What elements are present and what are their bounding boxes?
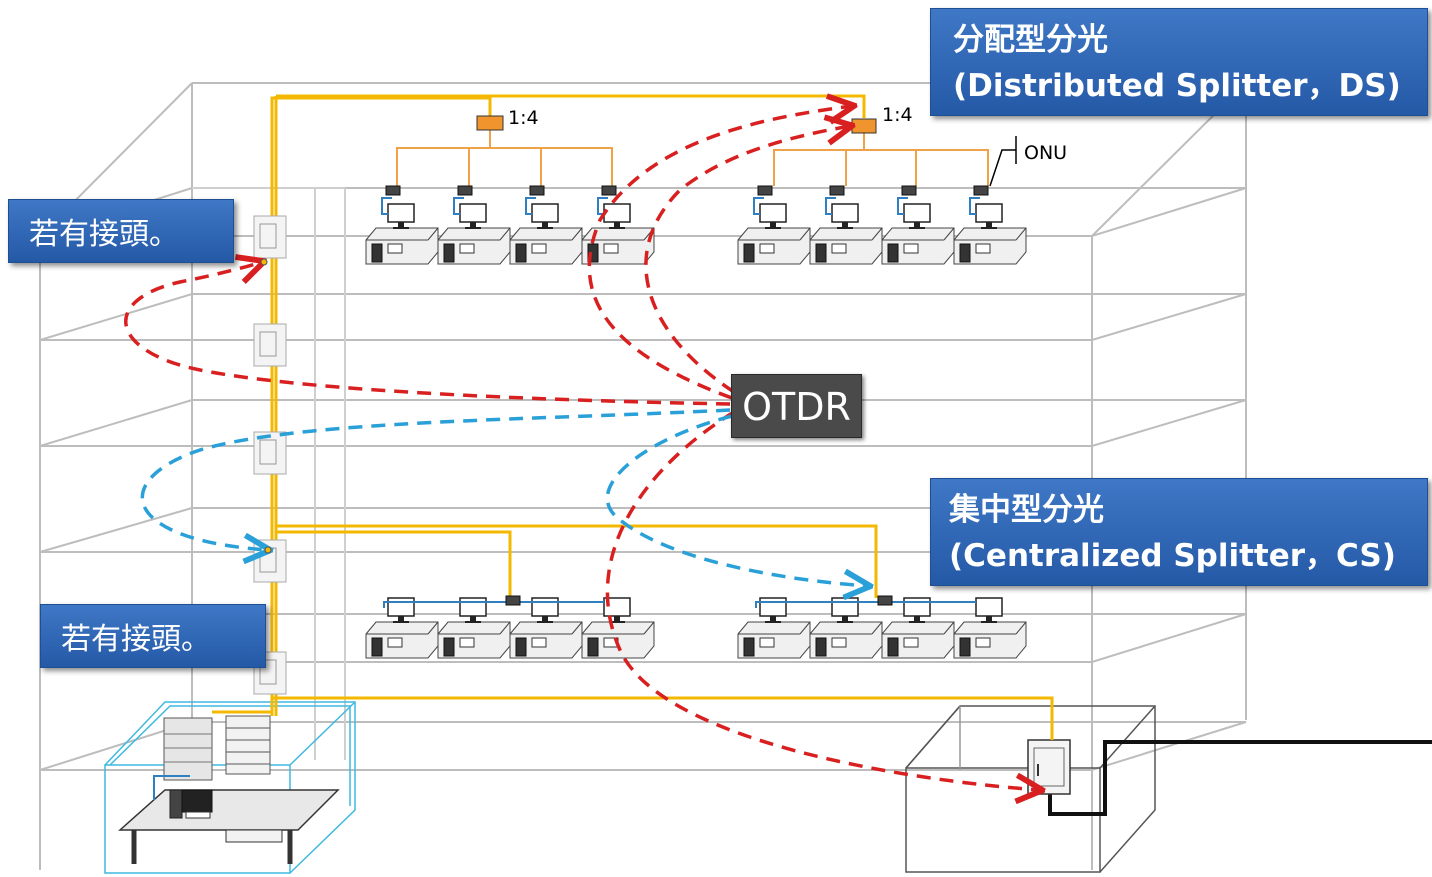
- outdoor-fiber-cable: [1048, 740, 1432, 816]
- ratio-label-right: 1:4: [882, 104, 913, 126]
- ratio-label-left: 1:4: [508, 107, 539, 129]
- workstation: [809, 185, 883, 265]
- ds-subtitle: (Distributed Splitter，DS): [953, 68, 1401, 104]
- workstation-row: [737, 595, 1027, 659]
- workstation: [881, 597, 955, 659]
- onu-device: [829, 185, 845, 196]
- ds-splitter-left: [476, 115, 504, 131]
- ds-drop-fibers: [396, 130, 989, 186]
- outdoor-cabinet: [1027, 739, 1071, 795]
- joint-callout-lower: 若有接頭。: [40, 604, 266, 668]
- workstation: [737, 597, 811, 659]
- workstation: [953, 185, 1027, 265]
- ds-title: 分配型分光: [953, 22, 1108, 58]
- otdr-traces-blue: [140, 408, 868, 586]
- riser-shaft: [192, 187, 346, 760]
- outdoor-enclosure: [905, 705, 1156, 873]
- workstation-row: [365, 185, 655, 265]
- onu-device: [973, 185, 989, 196]
- ds-splitter-right: [851, 118, 877, 134]
- workstation: [581, 597, 655, 659]
- otdr-traces-red: [124, 106, 1040, 790]
- onu-device: [457, 185, 473, 196]
- workstation-row: [365, 595, 655, 659]
- onu-device: [757, 185, 773, 196]
- joint-label-lower: 若有接頭。: [61, 622, 211, 657]
- workstation-rows: [365, 185, 1027, 659]
- workstation: [881, 185, 955, 265]
- workstation: [953, 597, 1027, 659]
- onu-device: [877, 595, 893, 606]
- joint-callout-upper: 若有接頭。: [8, 199, 234, 263]
- ds-callout: 分配型分光 (Distributed Splitter，DS): [930, 8, 1428, 116]
- onu-device: [601, 185, 617, 196]
- onu-device: [901, 185, 917, 196]
- workstation: [365, 185, 439, 265]
- workstation: [737, 185, 811, 265]
- workstation-row: [737, 185, 1027, 265]
- workstation: [581, 185, 655, 265]
- joint-markers: [260, 258, 272, 554]
- onu-device: [505, 595, 521, 606]
- workstation: [365, 597, 439, 659]
- fiber-backbone: [212, 94, 1054, 740]
- workstation: [437, 597, 511, 659]
- onu-device: [529, 185, 545, 196]
- onu-label: ONU: [1024, 142, 1067, 164]
- workstation: [809, 597, 883, 659]
- cs-title: 集中型分光: [949, 492, 1104, 528]
- cs-lan-link: [383, 595, 604, 608]
- cs-subtitle: (Centralized Splitter，CS): [949, 538, 1396, 574]
- server-racks: [163, 715, 271, 781]
- cs-lan-link: [755, 595, 976, 608]
- workstation: [509, 185, 583, 265]
- cs-callout: 集中型分光 (Centralized Splitter，CS): [930, 478, 1428, 586]
- admin-desk: [118, 775, 340, 864]
- onu-device: [385, 185, 401, 196]
- otdr-device: OTDR: [731, 374, 862, 438]
- workstation: [509, 597, 583, 659]
- onu-pointer: [989, 136, 1017, 187]
- workstation: [437, 185, 511, 265]
- joint-label-upper: 若有接頭。: [29, 217, 179, 252]
